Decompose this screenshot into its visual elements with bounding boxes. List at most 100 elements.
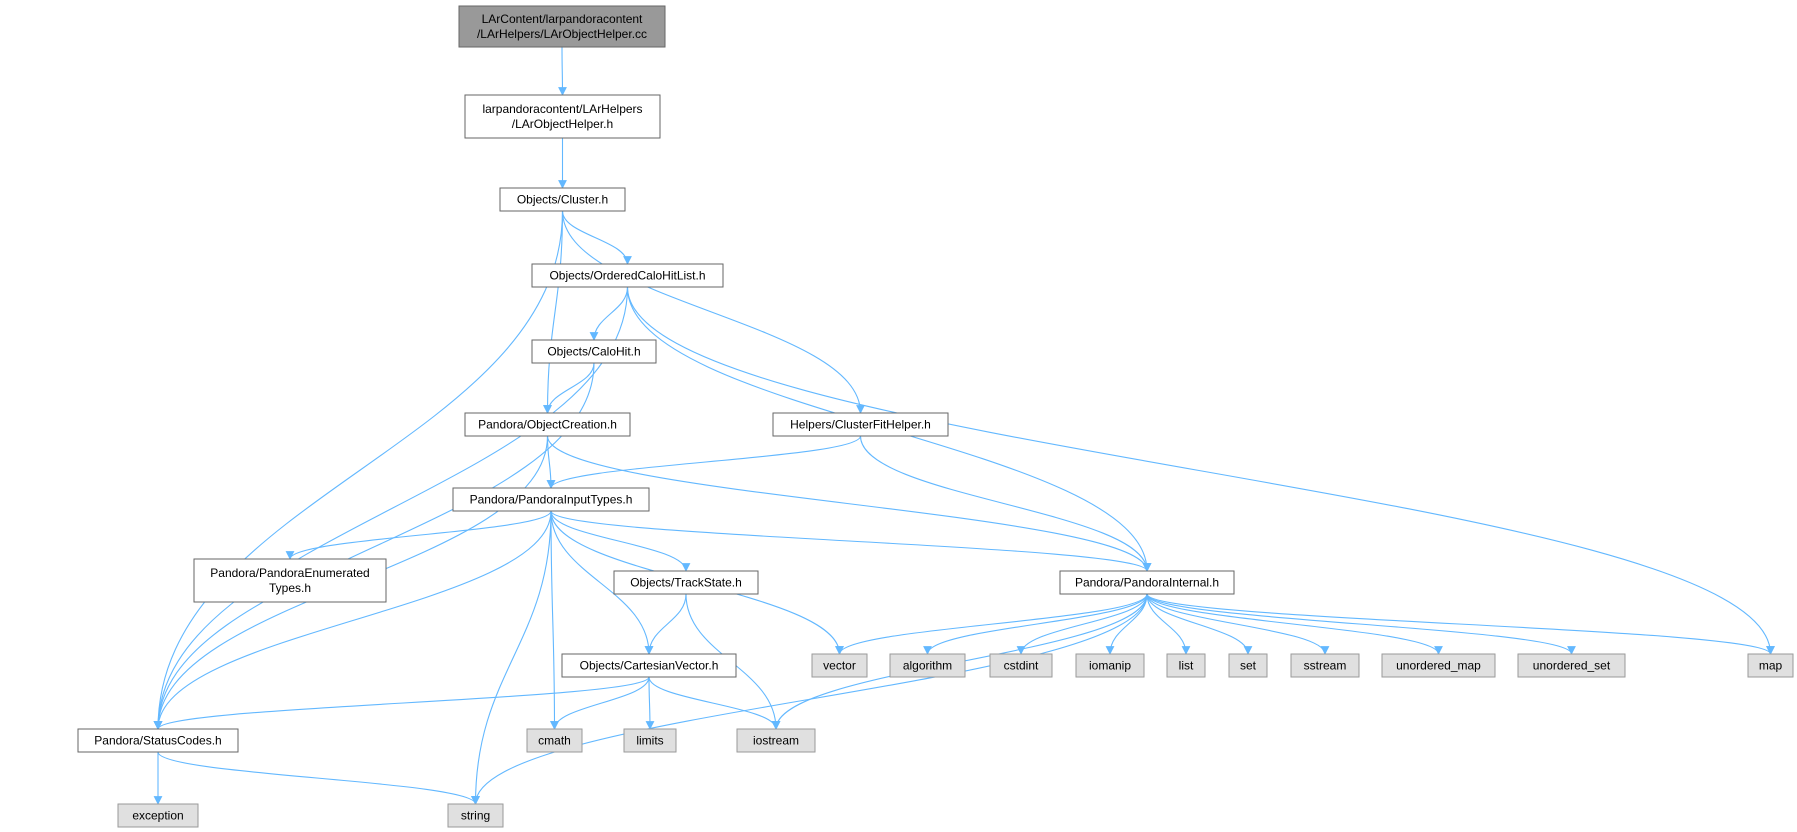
node-box-string	[447, 803, 504, 828]
node-label-iomanip: iomanip	[1089, 659, 1131, 673]
edge-inputtypes-to-internal	[550, 510, 1152, 572]
edge-inputtypes-to-string	[471, 510, 552, 805]
node-label-unordered-map: unordered_map	[1396, 659, 1481, 673]
node-exception: exception	[117, 803, 199, 828]
edge-inputtypes-to-cmath	[550, 510, 559, 730]
node-label-cluster: Objects/Cluster.h	[517, 193, 608, 207]
edge-cartesian-to-cmath	[550, 676, 650, 730]
edge-inputtypes-to-trackstate	[550, 510, 691, 572]
node-box-cstdint	[989, 653, 1053, 678]
edge-ochl-to-calohit	[589, 286, 629, 341]
node-label-statuscodes: Pandora/StatusCodes.h	[94, 734, 221, 748]
node-box-root	[458, 5, 666, 48]
node-box-objcreation	[464, 412, 631, 437]
node-box-sstream	[1290, 653, 1360, 678]
node-label-sstream: sstream	[1304, 659, 1347, 673]
node-calohit[interactable]: Objects/CaloHit.h	[531, 339, 657, 364]
edge-trackstate-to-cartesian	[644, 593, 687, 655]
edge-internal-to-set	[1146, 593, 1253, 655]
node-box-calohit	[531, 339, 657, 364]
edge-cluster-to-statuscodes	[153, 210, 564, 730]
node-label-clusterfit: Helpers/ClusterFitHelper.h	[790, 418, 931, 432]
edge-cluster-to-objcreation	[543, 210, 564, 414]
node-label-calohit: Objects/CaloHit.h	[547, 345, 640, 359]
node-box-iomanip	[1075, 653, 1145, 678]
edge-objcreation-to-internal	[546, 435, 1152, 572]
edge-clusterfit-to-internal	[859, 435, 1152, 572]
edge-internal-to-unordered-set	[1146, 593, 1576, 655]
node-label-inputtypes: Pandora/PandoraInputTypes.h	[470, 493, 633, 507]
node-label-root: LArContent/larpandoracontent	[482, 12, 643, 26]
node-label-string: string	[461, 809, 490, 823]
node-unordered-set: unordered_set	[1517, 653, 1626, 678]
node-box-ochl	[531, 263, 724, 288]
node-label-ochl: Objects/OrderedCaloHitList.h	[549, 269, 705, 283]
node-iomanip: iomanip	[1075, 653, 1145, 678]
edge-internal-to-sstream	[1146, 593, 1330, 655]
edges-layer	[153, 46, 1775, 805]
node-clusterfit[interactable]: Helpers/ClusterFitHelper.h	[772, 412, 949, 437]
node-box-unordered-map	[1381, 653, 1496, 678]
edge-cartesian-to-iostream	[648, 676, 781, 730]
node-label-exception: exception	[132, 809, 183, 823]
node-box-statuscodes	[77, 728, 239, 753]
node-label-root: /LArHelpers/LArObjectHelper.cc	[477, 27, 647, 41]
node-string: string	[447, 803, 504, 828]
node-label-trackstate: Objects/TrackState.h	[630, 576, 742, 590]
node-internal[interactable]: Pandora/PandoraInternal.h	[1059, 570, 1235, 595]
node-cstdint: cstdint	[989, 653, 1053, 678]
node-objhelper[interactable]: larpandoracontent/LArHelpers/LArObjectHe…	[464, 94, 661, 139]
node-box-unordered-set	[1517, 653, 1626, 678]
edge-internal-to-unordered-map	[1146, 593, 1443, 655]
node-box-objhelper	[464, 94, 661, 139]
node-ochl[interactable]: Objects/OrderedCaloHitList.h	[531, 263, 724, 288]
node-algorithm: algorithm	[889, 653, 966, 678]
node-box-inputtypes	[452, 487, 650, 512]
node-root[interactable]: LArContent/larpandoracontent/LArHelpers/…	[458, 5, 666, 48]
node-set: set	[1228, 653, 1268, 678]
node-box-cartesian	[561, 653, 737, 678]
edge-ochl-to-statuscodes	[153, 286, 629, 730]
node-label-internal: Pandora/PandoraInternal.h	[1075, 576, 1219, 590]
edge-ochl-to-map	[626, 286, 1775, 655]
node-label-objhelper: /LArObjectHelper.h	[512, 117, 613, 131]
edge-internal-to-map	[1146, 593, 1775, 655]
node-box-cmath	[526, 728, 583, 753]
node-label-cmath: cmath	[538, 734, 571, 748]
node-label-vector: vector	[823, 659, 856, 673]
node-label-objcreation: Pandora/ObjectCreation.h	[478, 418, 617, 432]
edge-statuscodes-to-string	[157, 751, 480, 805]
edge-inputtypes-to-statuscodes	[153, 510, 552, 730]
node-label-objhelper: larpandoracontent/LArHelpers	[482, 102, 642, 116]
node-box-list	[1166, 653, 1206, 678]
edge-inputtypes-to-enumtypes	[285, 510, 552, 560]
node-box-enumtypes	[193, 558, 387, 603]
node-inputtypes[interactable]: Pandora/PandoraInputTypes.h	[452, 487, 650, 512]
node-label-limits: limits	[636, 734, 663, 748]
edge-cartesian-to-statuscodes	[153, 676, 650, 730]
edge-inputtypes-to-cartesian	[550, 510, 654, 655]
node-objcreation[interactable]: Pandora/ObjectCreation.h	[464, 412, 631, 437]
edge-root-to-objhelper	[558, 46, 567, 96]
node-label-cartesian: Objects/CartesianVector.h	[580, 659, 719, 673]
node-box-iostream	[736, 728, 816, 753]
nodes-layer: LArContent/larpandoracontent/LArHelpers/…	[77, 5, 1794, 828]
edge-internal-to-string	[471, 593, 1148, 805]
node-statuscodes[interactable]: Pandora/StatusCodes.h	[77, 728, 239, 753]
edge-internal-to-algorithm	[923, 593, 1148, 655]
edge-cluster-to-ochl	[561, 210, 632, 265]
node-label-set: set	[1240, 659, 1257, 673]
edge-internal-to-vector	[835, 593, 1148, 655]
node-label-map: map	[1759, 659, 1783, 673]
node-box-algorithm	[889, 653, 966, 678]
node-cluster[interactable]: Objects/Cluster.h	[499, 187, 626, 212]
node-trackstate[interactable]: Objects/TrackState.h	[613, 570, 759, 595]
node-label-enumtypes: Pandora/PandoraEnumerated	[210, 566, 369, 580]
node-iostream: iostream	[736, 728, 816, 753]
node-box-set	[1228, 653, 1268, 678]
node-sstream: sstream	[1290, 653, 1360, 678]
node-box-clusterfit	[772, 412, 949, 437]
node-label-list: list	[1179, 659, 1194, 673]
node-cartesian[interactable]: Objects/CartesianVector.h	[561, 653, 737, 678]
